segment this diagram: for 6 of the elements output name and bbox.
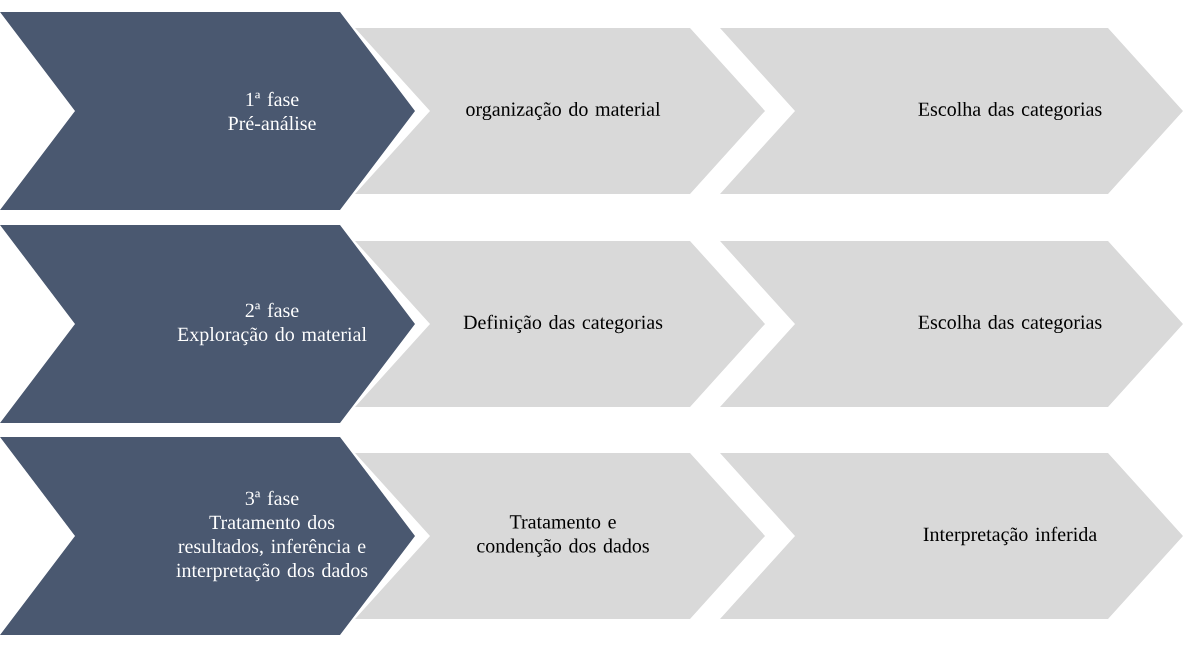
node-label: Tratamento e condenção dos dados [477, 515, 649, 557]
node-label: organização do material [466, 101, 661, 121]
node-label: Escolha das categorias [918, 101, 1102, 121]
node-label: Escolha das categorias [918, 314, 1102, 334]
node-label: Interpretação inferida [923, 526, 1097, 546]
node-label: Definição das categorias [463, 314, 663, 334]
